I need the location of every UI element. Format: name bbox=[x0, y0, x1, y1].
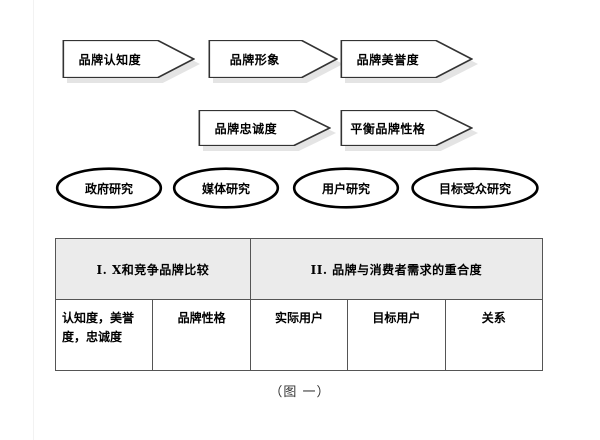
arrow-label: 平衡品牌性格 bbox=[350, 121, 426, 136]
table-header-cell-2: II. 品牌与消费者需求的重合度 bbox=[249, 238, 544, 300]
figure-caption: （图 一） bbox=[269, 385, 331, 400]
table-row: 认知度，美誉度，忠诚度 品牌性格 实际用户 目标用户 关系 bbox=[54, 299, 544, 371]
arrow-label: 品牌美誉度 bbox=[356, 52, 420, 67]
ellipse-label: 用户研究 bbox=[321, 181, 370, 196]
table-cell-text: 关系 bbox=[481, 311, 506, 325]
flow-arrow-brand-loyalty[interactable]: 品牌忠诚度 bbox=[198, 110, 336, 151]
arrow-label: 品牌认知度 bbox=[78, 52, 142, 67]
table-cell-text: 目标用户 bbox=[372, 311, 421, 325]
page-margin-rule bbox=[33, 0, 34, 440]
ellipse-label: 政府研究 bbox=[84, 181, 133, 196]
table-cell-relationship: 关系 bbox=[444, 299, 544, 371]
ellipse-label: 目标受众研究 bbox=[438, 181, 511, 196]
table-cell-text: 品牌性格 bbox=[177, 311, 226, 325]
ellipse-government-research[interactable]: 政府研究 bbox=[55, 166, 163, 210]
ellipse-outline bbox=[411, 167, 539, 209]
table-cell-text: 实际用户 bbox=[274, 311, 323, 325]
table-cell-brand-personality: 品牌性格 bbox=[152, 299, 251, 371]
arrow-label: 品牌忠诚度 bbox=[214, 121, 278, 136]
ellipse-user-research[interactable]: 用户研究 bbox=[292, 166, 400, 210]
ellipse-media-research[interactable]: 媒体研究 bbox=[172, 166, 280, 210]
table-header-text: II. 品牌与消费者需求的重合度 bbox=[310, 262, 483, 277]
table-cell-actual-users: 实际用户 bbox=[249, 299, 349, 371]
comparison-table: I. X和竞争品牌比较 II. 品牌与消费者需求的重合度 认知度，美誉度，忠诚度… bbox=[54, 238, 544, 371]
arrow-outline bbox=[198, 110, 331, 146]
arrow-outline bbox=[340, 110, 473, 146]
table-cell-target-users: 目标用户 bbox=[347, 299, 446, 371]
flow-arrow-balanced-brand-personality[interactable]: 平衡品牌性格 bbox=[340, 110, 478, 151]
ellipse-target-audience-research[interactable]: 目标受众研究 bbox=[410, 166, 540, 210]
flow-arrow-brand-awareness[interactable]: 品牌认知度 bbox=[62, 40, 200, 83]
table-cell-text: 认知度，美誉度，忠诚度 bbox=[62, 311, 135, 344]
ellipse-outline bbox=[172, 167, 280, 209]
ellipse-label: 媒体研究 bbox=[201, 181, 250, 196]
table-header-row: I. X和竞争品牌比较 II. 品牌与消费者需求的重合度 bbox=[55, 238, 544, 300]
table-header-text: I. X和竞争品牌比较 bbox=[96, 262, 210, 277]
flow-arrow-brand-reputation[interactable]: 品牌美誉度 bbox=[340, 40, 478, 83]
arrow-outline bbox=[208, 40, 338, 78]
ellipse-outline bbox=[55, 167, 163, 209]
arrow-outline bbox=[340, 40, 473, 78]
arrow-label: 品牌形象 bbox=[229, 52, 280, 67]
table-cell-awareness-reputation-loyalty: 认知度，美誉度，忠诚度 bbox=[54, 299, 154, 371]
flow-arrow-brand-image[interactable]: 品牌形象 bbox=[208, 40, 343, 83]
ellipse-outline bbox=[292, 167, 400, 209]
table-header-cell-1: I. X和竞争品牌比较 bbox=[55, 238, 251, 300]
arrow-outline bbox=[62, 40, 195, 78]
